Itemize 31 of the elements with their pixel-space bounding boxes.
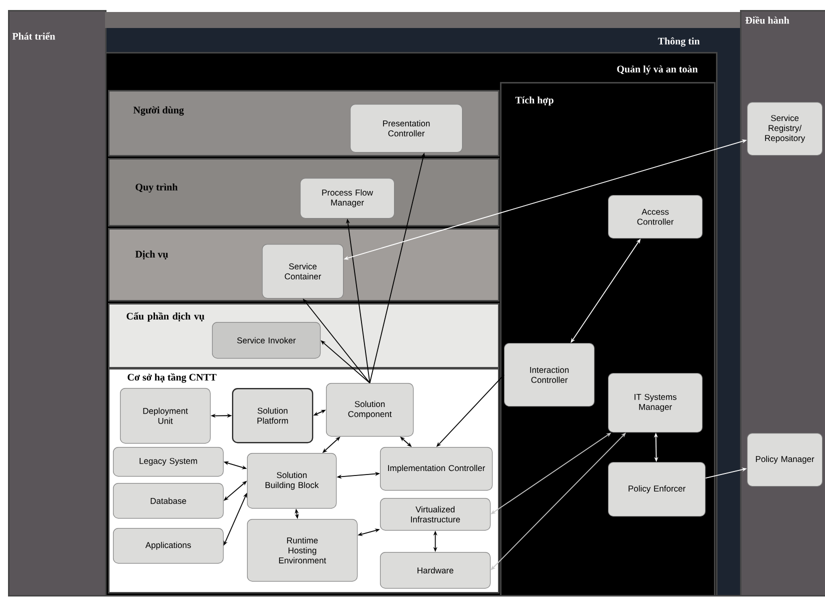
component-box: Implementation Controller	[380, 447, 493, 491]
component-box: Solution Component	[326, 383, 414, 437]
component-box: Runtime Hosting Environment	[247, 519, 358, 582]
band-heading: Quản lý và an toàn	[617, 65, 698, 75]
component-box: Service Container	[262, 244, 344, 299]
component-box: Access Controller	[608, 195, 703, 239]
component-box: Deployment Unit	[120, 388, 211, 444]
component-box: Service Registry/ Repository	[747, 102, 823, 156]
component-box: IT Systems Manager	[608, 373, 703, 433]
band-heading: Quy trình	[136, 183, 178, 193]
band-heading: Cấu phần dịch vụ	[126, 312, 204, 322]
component-box: Policy Manager	[747, 433, 823, 487]
band-heading: Dịch vụ	[135, 250, 168, 260]
component-box: Interaction Controller	[504, 343, 595, 407]
component-box: Applications	[113, 528, 224, 564]
component-box: Solution Platform	[232, 388, 314, 444]
band-heading: Phát triển	[12, 32, 56, 40]
band-heading: Người dùng	[133, 106, 184, 116]
band-heading: Thông tin	[658, 37, 700, 47]
component-box: Database	[113, 483, 224, 519]
band-heading: Tích hợp	[515, 96, 554, 106]
component-box: Solution Building Block	[247, 453, 337, 509]
component-box: Legacy System	[113, 447, 224, 477]
component-box: Hardware	[380, 552, 491, 589]
band-heading: Cơ sở hạ tầng CNTT	[128, 373, 216, 383]
band-heading: Điều hành	[745, 16, 790, 24]
component-box: Virtualized Infrastructure	[380, 498, 491, 531]
component-box: Policy Enforcer	[608, 462, 706, 517]
component-box: Presentation Controller	[350, 104, 463, 153]
component-box: Process Flow Manager	[300, 178, 395, 219]
component-box: Service Invoker	[212, 322, 321, 359]
